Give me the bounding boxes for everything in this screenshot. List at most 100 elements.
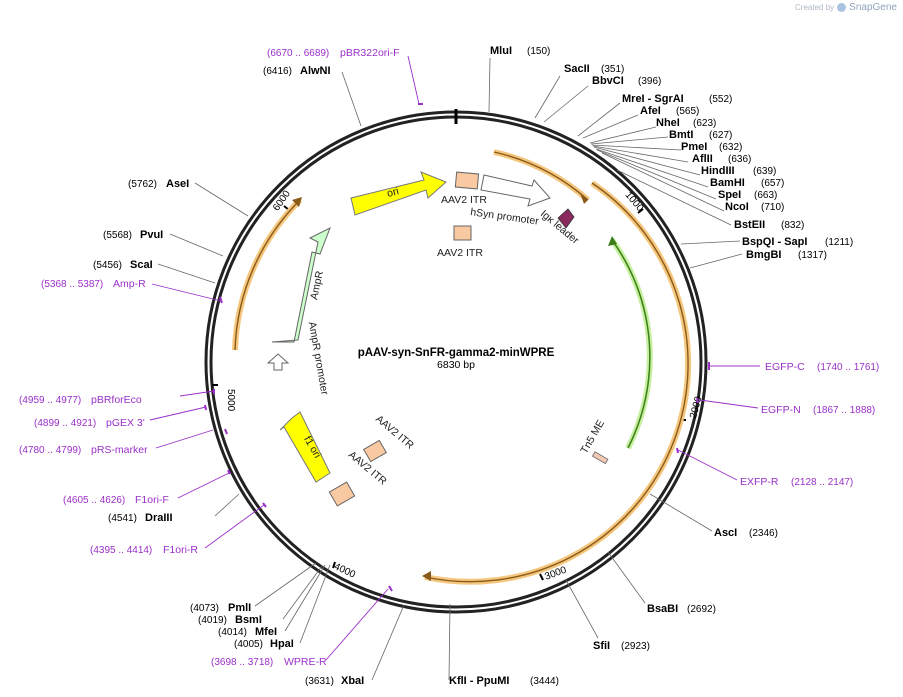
site-mfei[interactable]: MfeI <box>255 626 277 638</box>
site-sfii[interactable]: SfiI <box>593 640 610 652</box>
snapgene-logo-icon <box>837 3 847 12</box>
igk-leader-label: Igκ leader <box>538 208 581 247</box>
primer-prs-marker[interactable]: pRS-marker <box>91 444 148 456</box>
primer-markers <box>204 103 710 592</box>
site-ncoi-pos: (710) <box>761 202 784 213</box>
site-pmei-pos: (632) <box>719 142 742 153</box>
site-spei[interactable]: SpeI <box>718 189 741 201</box>
site-pvui[interactable]: PvuI <box>140 229 163 241</box>
primer-f1ori-r-pos: (4395 .. 4414) <box>90 545 152 556</box>
aav2-itr-feature-3 <box>363 439 387 463</box>
primer-f1ori-f-pos: (4605 .. 4626) <box>63 495 125 506</box>
aav2-itr-feature-4 <box>328 481 356 507</box>
site-alwni-pos: (6416) <box>263 66 292 77</box>
site-asei[interactable]: AseI <box>166 178 189 190</box>
tn5-me-label: Tn5 ME <box>578 418 607 456</box>
site-asci[interactable]: AscI <box>714 527 737 539</box>
feature-arc-left <box>232 197 303 351</box>
primer-pgex3[interactable]: pGEX 3' <box>106 417 145 429</box>
feature-arc-right-arrow <box>422 571 431 581</box>
ampr-promoter-feature <box>266 353 290 371</box>
site-nhei-pos: (623) <box>693 118 716 129</box>
primer-pbrforeco[interactable]: pBRforEco <box>91 394 142 406</box>
primer-pbr322ori-f[interactable]: pBR322ori-F <box>340 47 400 59</box>
site-bsmi[interactable]: BsmI <box>235 614 262 626</box>
site-afei-pos: (565) <box>676 106 699 117</box>
site-nhei[interactable]: NheI <box>656 117 680 129</box>
green-arc-line <box>611 239 651 449</box>
primer-pbrforeco-pos: (4959 .. 4977) <box>19 395 81 406</box>
site-hpai-pos: (4005) <box>234 639 263 650</box>
site-bspqi-sapi[interactable]: BspQI - SapI <box>742 236 807 248</box>
site-bspqi-sapi-pos: (1211) <box>825 237 853 248</box>
aav2-itr-label-2: AAV2 ITR <box>437 247 483 259</box>
aav2-itr-label-1: AAV2 ITR <box>441 194 487 206</box>
primer-amp-r[interactable]: Amp-R <box>113 278 146 290</box>
site-draiii[interactable]: DraIII <box>145 512 173 524</box>
plasmid-length: 6830 bp <box>437 359 475 371</box>
site-sacii-pos: (351) <box>601 64 624 75</box>
site-bmti[interactable]: BmtI <box>669 129 693 141</box>
site-bamhi[interactable]: BamHI <box>710 177 745 189</box>
site-pmli[interactable]: PmlI <box>228 602 251 614</box>
site-bbvci[interactable]: BbvCI <box>592 75 624 87</box>
site-scai[interactable]: ScaI <box>130 259 153 271</box>
feature-arc-left-arrow <box>292 197 302 207</box>
primer-exfp-r[interactable]: EXFP-R <box>740 476 779 488</box>
primer-prs-marker-pos: (4780 .. 4799) <box>19 445 81 456</box>
primer-egfp-c[interactable]: EGFP-C <box>765 361 805 373</box>
tn5-me-feature <box>591 451 609 465</box>
site-afei[interactable]: AfeI <box>640 105 661 117</box>
site-bsabi-pos: (2692) <box>687 604 716 615</box>
primer-leader-lines <box>149 55 760 661</box>
svg-text:4000: 4000 <box>332 561 357 581</box>
site-mlui[interactable]: MluI <box>490 45 512 57</box>
f1-ori-feature <box>279 411 331 483</box>
site-aflii-pos: (636) <box>728 154 751 165</box>
hsyn-promoter-label: hSyn promoter <box>470 206 540 228</box>
site-bsmi-pos: (4019) <box>198 615 227 626</box>
site-pmei[interactable]: PmeI <box>681 141 707 153</box>
primer-f1ori-r[interactable]: F1ori-R <box>163 544 198 556</box>
aav2-itr-feature-1 <box>454 171 480 190</box>
igk-leader-feature <box>557 208 575 229</box>
primer-egfp-n-pos: (1867 .. 1888) <box>813 405 875 416</box>
site-bsteii[interactable]: BstEII <box>734 219 765 231</box>
site-kfli-ppumi-pos: (3444) <box>530 676 559 687</box>
site-mfei-pos: (4014) <box>218 627 247 638</box>
site-aflii[interactable]: AflII <box>692 153 713 165</box>
site-bamhi-pos: (657) <box>761 178 784 189</box>
site-bmgbi[interactable]: BmgBI <box>746 249 781 261</box>
site-xbai-pos: (3631) <box>305 676 334 687</box>
site-draiii-pos: (4541) <box>108 513 137 524</box>
feature-arc-right-line <box>424 182 689 583</box>
site-bsteii-pos: (832) <box>781 220 804 231</box>
site-kfli-ppumi[interactable]: KflI - PpuMI <box>449 675 510 687</box>
site-hindiii[interactable]: HindIII <box>701 165 735 177</box>
site-spei-pos: (663) <box>754 190 777 201</box>
site-hpai[interactable]: HpaI <box>270 638 294 650</box>
site-alwni[interactable]: AlwNI <box>300 65 331 77</box>
primer-wpre-r-pos: (3698 .. 3718) <box>211 657 273 668</box>
tick-4000: 4000 <box>332 561 357 581</box>
primer-pgex3-pos: (4899 .. 4921) <box>34 418 96 429</box>
site-xbai[interactable]: XbaI <box>341 675 364 687</box>
hsyn-promoter-feature <box>480 174 551 207</box>
svg-text:5000: 5000 <box>225 389 236 412</box>
snapgene-watermark: Created by SnapGene <box>795 2 897 13</box>
site-mrei-sgrai[interactable]: MreI - SgrAI <box>622 93 684 105</box>
ori-feature <box>350 171 447 216</box>
primer-egfp-n[interactable]: EGFP-N <box>761 404 801 416</box>
primer-amp-r-pos: (5368 .. 5387) <box>41 279 103 290</box>
primer-wpre-r[interactable]: WPRE-R <box>284 656 327 668</box>
feature-arc-left-line <box>234 199 301 351</box>
primer-exfp-r-pos: (2128 .. 2147) <box>791 477 853 488</box>
site-sacii[interactable]: SacII <box>564 63 590 75</box>
tick-5000: 5000 <box>212 384 236 412</box>
site-ncoi[interactable]: NcoI <box>725 201 749 213</box>
primer-f1ori-f[interactable]: F1ori-F <box>135 494 169 506</box>
ori-label: ori <box>386 185 400 200</box>
site-bsabi[interactable]: BsaBI <box>647 603 678 615</box>
ampr-promoter-label: AmpR promoter <box>306 321 331 397</box>
site-asei-pos: (5762) <box>128 179 157 190</box>
